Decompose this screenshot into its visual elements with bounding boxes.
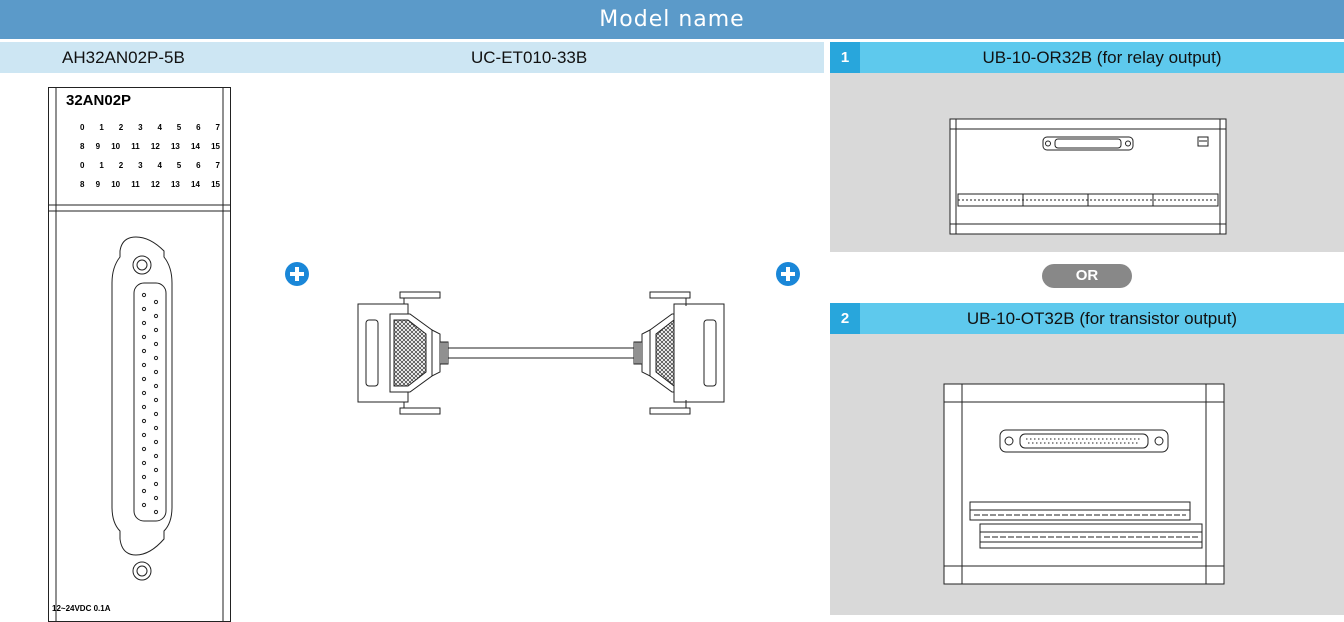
led-row-3: 0 1 2 3 4 5 6 7: [80, 161, 220, 170]
transistor-terminal-board-image: [943, 383, 1225, 585]
led-label: 2: [118, 123, 124, 132]
led-label: 4: [157, 123, 162, 132]
connector-pins: [141, 292, 159, 515]
led-label: 10: [111, 180, 121, 189]
led-label: 0: [80, 161, 85, 170]
led-label: 15: [211, 180, 220, 189]
led-label: 6: [196, 123, 201, 132]
cable-column-label: UC-ET010-33B: [471, 48, 588, 67]
option-1-header: 1 UB-10-OR32B (for relay output): [830, 42, 1344, 73]
led-label: 8: [80, 180, 85, 189]
led-label: 14: [191, 142, 200, 151]
led-label: 0: [80, 123, 85, 132]
option-1-label: UB-10-OR32B (for relay output): [982, 48, 1222, 67]
led-label: 4: [157, 161, 162, 170]
led-label: 3: [138, 123, 143, 132]
led-label: 11: [131, 142, 140, 151]
plus-icon: [776, 262, 800, 286]
led-row-1: 0 1 2 3 4 5 6 7: [80, 123, 220, 132]
led-label: 1: [99, 161, 104, 170]
option-2-label: UB-10-OT32B (for transistor output): [966, 309, 1238, 328]
led-label: 1: [99, 123, 104, 132]
option-1-number: 1: [830, 42, 860, 73]
io-module-image: [48, 87, 231, 622]
option-2-panel: [830, 334, 1344, 615]
module-title: 32AN02P: [66, 92, 132, 109]
connection-cable-image: [357, 291, 725, 415]
led-label: 15: [211, 142, 220, 151]
led-label: 9: [95, 180, 101, 189]
plus-icon: [285, 262, 309, 286]
led-label: 9: [95, 142, 101, 151]
relay-terminal-board-image: [949, 118, 1227, 235]
option-2-header: 2 UB-10-OT32B (for transistor output): [830, 303, 1344, 334]
option-1-panel: [830, 73, 1344, 252]
led-label: 10: [111, 142, 121, 151]
led-label: 5: [176, 161, 182, 170]
led-label: 7: [215, 161, 220, 170]
led-label: 3: [138, 161, 143, 170]
led-label: 6: [196, 161, 201, 170]
led-row-2: 8 9 10 11 12 13 14 15: [80, 142, 220, 151]
led-label: 13: [170, 142, 180, 151]
module-rating-label: 12~24VDC 0.1A: [52, 604, 111, 613]
led-label: 12: [150, 180, 160, 189]
led-label: 12: [150, 142, 160, 151]
led-row-4: 8 9 10 11 12 13 14 15: [80, 180, 220, 189]
header-title: Model name: [599, 7, 745, 32]
led-label: 5: [176, 123, 182, 132]
option-2-number: 2: [830, 303, 860, 334]
led-label: 11: [131, 180, 140, 189]
led-label: 7: [215, 123, 220, 132]
led-label: 13: [170, 180, 180, 189]
column-label-bar: [0, 42, 824, 73]
led-label: 14: [191, 180, 200, 189]
module-column-label: AH32AN02P-5B: [62, 48, 185, 67]
model-name-header: Model name: [0, 0, 1344, 39]
or-badge: OR: [1042, 264, 1132, 288]
led-label: 2: [118, 161, 124, 170]
led-label: 8: [80, 142, 85, 151]
